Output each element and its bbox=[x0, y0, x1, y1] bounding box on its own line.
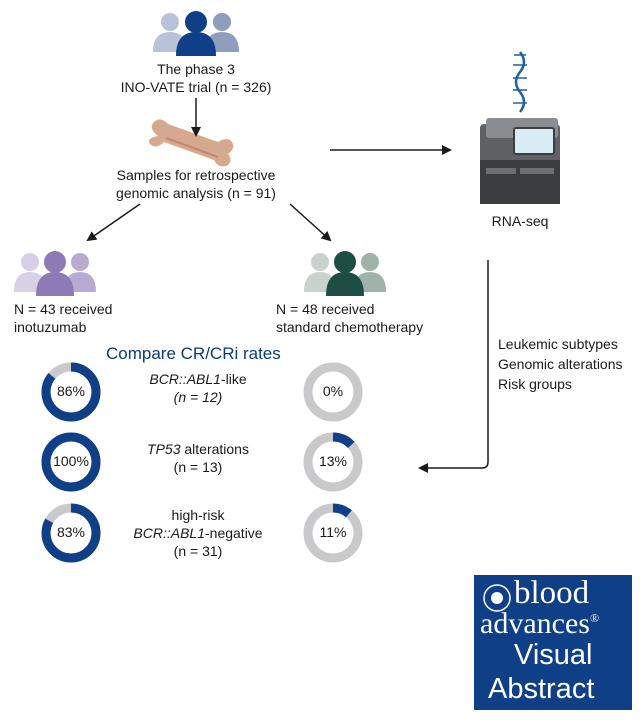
group-line1-italic: BCR::ABL1 bbox=[133, 525, 205, 541]
logo-word-abstract: Abstract bbox=[488, 673, 595, 705]
donut-label-chemo-1: 13% bbox=[318, 453, 348, 469]
samples-line2: genomic analysis (n = 91) bbox=[116, 185, 276, 201]
donut-label-inotuzumab-0: 86% bbox=[56, 383, 86, 399]
group-line1-rest: -negative bbox=[205, 525, 263, 541]
compare-heading: Compare CR/CRi rates bbox=[106, 344, 281, 363]
side-list: Leukemic subtypes Genomic alterations Ri… bbox=[498, 334, 643, 394]
group-line2: (n = 31) bbox=[173, 543, 223, 559]
group-label-bcr-negative: high-risk BCR::ABL1-negative (n = 31) bbox=[108, 506, 288, 560]
donut-label-chemo-2: 11% bbox=[319, 524, 347, 540]
group-line2: (n = 13) bbox=[173, 459, 223, 475]
people-group-inotuzumab-icon bbox=[14, 251, 96, 296]
logo-registered: ® bbox=[589, 611, 600, 625]
side-list-item: Risk groups bbox=[498, 376, 572, 392]
trial-line1: The phase 3 bbox=[157, 61, 235, 77]
journal-seal-icon bbox=[483, 584, 511, 612]
group-line1-italic: BCR::ABL1 bbox=[149, 371, 221, 387]
donut-inotuzumab-0-arc bbox=[41, 362, 101, 422]
donut-chemo-0-track bbox=[303, 362, 363, 422]
group-line1-rest: alterations bbox=[180, 441, 249, 457]
arm-inotuzumab-label: N = 43 received inotuzumab bbox=[14, 300, 214, 336]
donut-chemo-1-arc bbox=[303, 432, 363, 492]
donut-chemo-2-arc bbox=[303, 503, 363, 563]
group-line2: (n = 12) bbox=[173, 389, 223, 405]
side-list-item: Genomic alterations bbox=[498, 356, 623, 372]
trial-label: The phase 3 INO-VATE trial (n = 326) bbox=[96, 60, 296, 96]
arm-chemo-line1: N = 48 received bbox=[276, 301, 375, 317]
bone-sample-icon bbox=[149, 119, 234, 167]
blood-advances-logo: blood advances® Visual Abstract bbox=[474, 575, 632, 710]
rnaseq-label: RNA-seq bbox=[491, 213, 549, 229]
group-line0: high-risk bbox=[171, 507, 225, 523]
arm-inotuzumab-line1: N = 43 received bbox=[14, 301, 113, 317]
samples-label: Samples for retrospective genomic analys… bbox=[106, 166, 286, 202]
group-line1-italic: TP53 bbox=[147, 441, 181, 457]
side-list-item: Leukemic subtypes bbox=[498, 336, 618, 352]
arrow-samples-to-inotuzumab bbox=[86, 203, 141, 242]
people-group-chemo-icon bbox=[304, 251, 386, 296]
group-label-tp53: TP53 alterations (n = 13) bbox=[118, 440, 278, 476]
logo-word-visual: Visual bbox=[514, 639, 593, 671]
trial-line2: INO-VATE trial (n = 326) bbox=[120, 79, 272, 95]
logo-word-blood: blood bbox=[514, 575, 590, 611]
samples-line1: Samples for retrospective bbox=[116, 167, 276, 183]
group-label-bcr-like: BCR::ABL1-like (n = 12) bbox=[118, 370, 278, 406]
arrow-samples-to-chemo bbox=[289, 203, 332, 242]
donut-label-chemo-0: 0% bbox=[322, 383, 344, 399]
people-group-icon bbox=[153, 11, 239, 56]
donut-label-inotuzumab-1: 100% bbox=[53, 453, 89, 469]
donut-inotuzumab-1-arc bbox=[41, 432, 101, 492]
donut-charts bbox=[41, 362, 363, 563]
donut-inotuzumab-2-arc bbox=[41, 503, 101, 563]
logo-word-advances: advances® bbox=[480, 607, 600, 640]
sequencer-icon bbox=[480, 51, 560, 204]
arm-inotuzumab-line2: inotuzumab bbox=[14, 319, 87, 335]
donut-label-inotuzumab-2: 83% bbox=[56, 524, 86, 540]
arm-chemo-line2: standard chemotherapy bbox=[276, 319, 424, 335]
arrow-rnaseq-to-compare bbox=[418, 260, 489, 473]
group-line1-rest: -like bbox=[220, 371, 247, 387]
arm-chemo-label: N = 48 received standard chemotherapy bbox=[276, 300, 476, 336]
